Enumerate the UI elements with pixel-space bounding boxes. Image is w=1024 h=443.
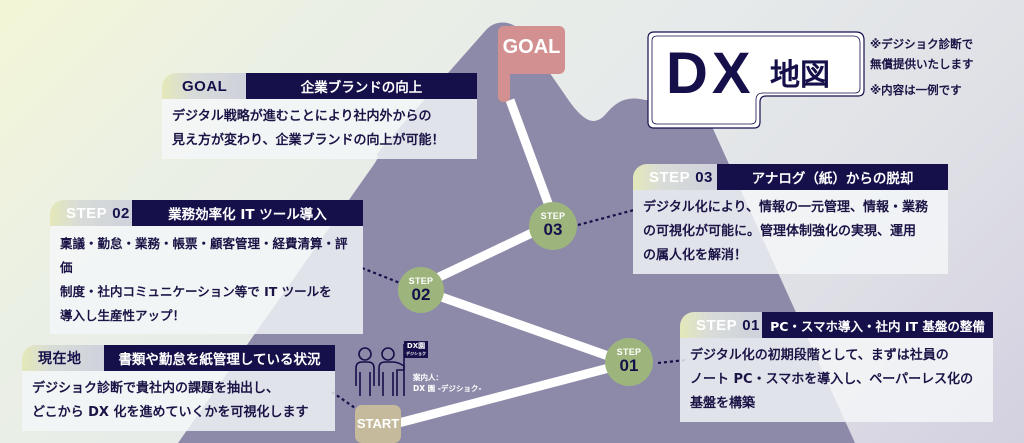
card-header: GOAL 企業ブランドの向上 bbox=[162, 73, 477, 99]
step-node-number: 02 bbox=[411, 285, 431, 304]
connector-current bbox=[331, 391, 359, 411]
guide-flag-line1: DX園 bbox=[406, 342, 426, 350]
notes: ※デジショク診断で 無償提供いたします ※内容は一例です bbox=[870, 34, 974, 100]
connector-step03 bbox=[577, 208, 635, 227]
goal-flag-banner bbox=[498, 26, 565, 74]
goal-flag-pole bbox=[498, 30, 510, 102]
card-tag-label: GOAL bbox=[182, 77, 228, 95]
card-tag: GOAL bbox=[162, 73, 246, 99]
dotted-connectors bbox=[331, 208, 687, 411]
card-title: 業務効率化 IT ツール導入 bbox=[132, 200, 363, 226]
card-body: デジタル戦略が進むことにより社内外からの 見え方が変わり、企業ブランドの向上が可… bbox=[162, 99, 477, 159]
guide-caption-line1: 案内人： bbox=[413, 373, 443, 382]
guide-figures-icon bbox=[355, 344, 405, 396]
guide-caption: 案内人： DX 園 -デジショク- bbox=[413, 372, 481, 394]
card-body: デジタル化の初期段階として、まずは社員の ノート PC・スマホを導入し、ペーパー… bbox=[680, 338, 993, 422]
card-body: デジタル化により、情報の一元管理、情報・業務 の可視化が可能に。管理体制強化の実… bbox=[633, 190, 948, 274]
step-node-01[interactable]: STEP 01 bbox=[605, 338, 653, 386]
guide-flag-line2: デジショク bbox=[406, 351, 426, 356]
card-tag-label: 現在地 bbox=[38, 350, 82, 366]
card-tag: 現在地 bbox=[22, 345, 104, 371]
card-header: STEP 03 アナログ（紙）からの脱却 bbox=[633, 164, 948, 190]
guide-head-icon bbox=[381, 347, 395, 361]
card-body: 稟議・勤怠・業務・帳票・顧客管理・経費清算・評価 制度・社内コミュニケーション等… bbox=[50, 226, 363, 334]
start-label: START bbox=[356, 416, 400, 431]
card-tag: STEP 01 bbox=[680, 312, 762, 338]
card-tag-label: STEP bbox=[696, 316, 738, 334]
card-title: 企業ブランドの向上 bbox=[246, 73, 477, 99]
step-node-02[interactable]: STEP 02 bbox=[398, 267, 444, 313]
person-body-icon bbox=[355, 361, 375, 396]
card-tag: STEP 03 bbox=[633, 164, 717, 190]
card-header: STEP 02 業務効率化 IT ツール導入 bbox=[50, 200, 363, 226]
card-header: 現在地 書類や勤怠を紙管理している状況 bbox=[22, 345, 335, 371]
card-title: 書類や勤怠を紙管理している状況 bbox=[104, 345, 335, 371]
card-step01: STEP 01 PC・スマホ導入・社内 IT 基盤の整備 デジタル化の初期段階と… bbox=[680, 312, 993, 422]
note-line-2: 無償提供いたします bbox=[870, 57, 974, 71]
connector-step02 bbox=[361, 266, 401, 285]
card-tag-number: 03 bbox=[695, 168, 713, 186]
card-header: STEP 01 PC・スマホ導入・社内 IT 基盤の整備 bbox=[680, 312, 993, 338]
dx-map-logo: DX 地図 bbox=[646, 30, 866, 134]
note-line-1: ※デジショク診断で bbox=[870, 37, 974, 51]
goal-flag-label: GOAL bbox=[502, 36, 561, 58]
card-current: 現在地 書類や勤怠を紙管理している状況 デジショク診断で貴社内の課題を抽出し、 … bbox=[22, 345, 335, 431]
start-badge bbox=[355, 405, 401, 443]
card-tag-label: STEP bbox=[66, 204, 108, 222]
logo-dx: DX bbox=[666, 41, 755, 106]
goal-flag bbox=[498, 26, 565, 102]
step-node-03[interactable]: STEP 03 bbox=[529, 202, 577, 250]
step-node-label: STEP bbox=[408, 276, 434, 286]
card-step03: STEP 03 アナログ（紙）からの脱却 デジタル化により、情報の一元管理、情報… bbox=[633, 164, 948, 274]
guide-flag-text: DX園 デジショク bbox=[404, 341, 428, 357]
logo-frame bbox=[647, 31, 865, 129]
card-tag-number: 01 bbox=[742, 316, 760, 334]
card-body: デジショク診断で貴社内の課題を抽出し、 どこから DX 化を進めていくかを可視化… bbox=[22, 371, 335, 431]
connector-step01 bbox=[657, 358, 687, 365]
card-step02: STEP 02 業務効率化 IT ツール導入 稟議・勤怠・業務・帳票・顧客管理・… bbox=[50, 200, 363, 334]
card-tag: STEP 02 bbox=[50, 200, 132, 226]
note-line-3: ※内容は一例です bbox=[870, 83, 962, 97]
person-head-icon bbox=[358, 347, 372, 361]
step-node-number: 01 bbox=[619, 356, 639, 375]
guide-caption-line2: DX 園 -デジショク- bbox=[413, 384, 482, 393]
card-tag-number: 02 bbox=[112, 204, 130, 222]
logo-chizu: 地図 bbox=[770, 58, 830, 93]
step-node-label: STEP bbox=[540, 211, 566, 221]
card-goal: GOAL 企業ブランドの向上 デジタル戦略が進むことにより社内外からの 見え方が… bbox=[162, 73, 477, 159]
card-title: PC・スマホ導入・社内 IT 基盤の整備 bbox=[762, 312, 993, 338]
step-node-number: 03 bbox=[543, 220, 563, 239]
card-title: アナログ（紙）からの脱却 bbox=[717, 164, 948, 190]
card-tag-label: STEP bbox=[649, 168, 691, 186]
step-node-label: STEP bbox=[616, 347, 642, 357]
guide-flag bbox=[404, 341, 428, 358]
